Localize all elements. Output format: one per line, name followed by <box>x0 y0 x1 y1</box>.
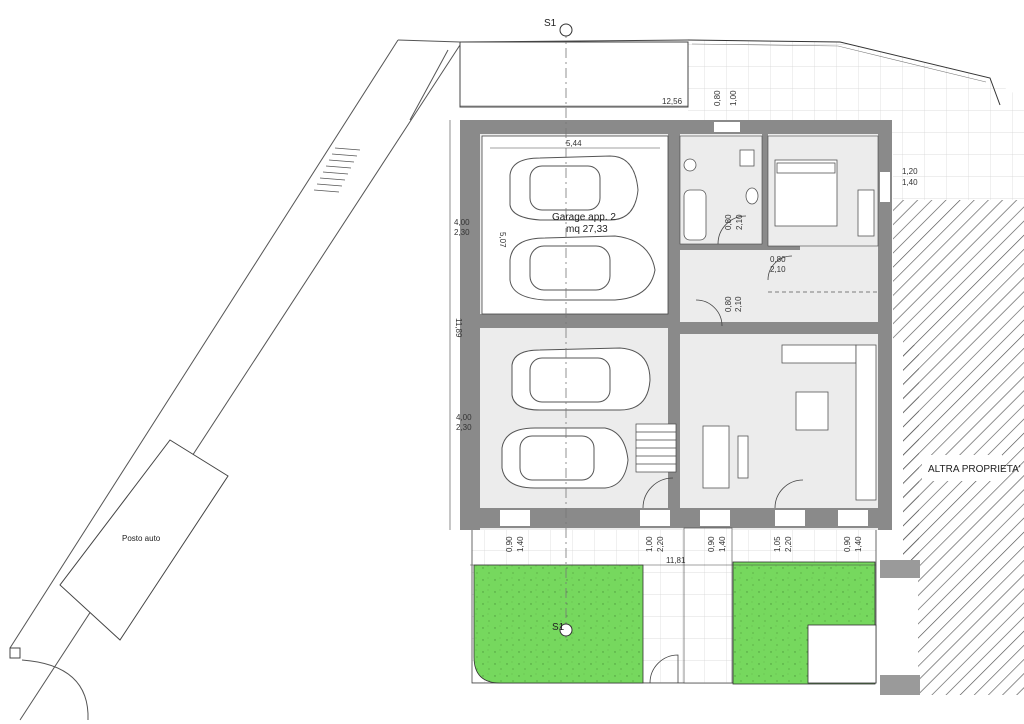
neighbor-label: ALTRA PROPRIETA' <box>928 464 1021 475</box>
bath-fixtures <box>683 149 759 241</box>
ramp-top <box>459 39 689 108</box>
dim-bath-door-b: 2,10 <box>735 214 744 230</box>
dim-front-door1-a: 1,00 <box>645 536 654 552</box>
bed <box>774 159 875 237</box>
car-2 <box>509 235 656 301</box>
dim-front-win1-b: 1,40 <box>516 536 525 552</box>
dim-front-door1-b: 2,20 <box>656 536 665 552</box>
dim-garage-upper-h2: 2,30 <box>454 228 470 237</box>
dim-hall-door-b: 2,10 <box>734 296 743 312</box>
section-marker-bottom-label: S1 <box>552 622 565 633</box>
dim-front-win1-a: 0,90 <box>505 536 514 552</box>
driveway <box>9 39 461 721</box>
garden-left <box>473 564 644 684</box>
car-4 <box>501 427 629 489</box>
dim-bed-door-b: 2,10 <box>770 265 786 274</box>
dim-hall-door-a: 0,80 <box>724 296 733 312</box>
dim-garage-width: 5,44 <box>566 139 582 148</box>
dim-total-width-top: 12,56 <box>662 97 683 106</box>
garage-title: Garage app. 2 <box>552 212 616 223</box>
dim-front-door2-b: 2,20 <box>784 536 793 552</box>
dim-front-door2-a: 1,05 <box>773 536 782 552</box>
section-marker-top-label: S1 <box>544 18 557 29</box>
central-path <box>683 527 733 684</box>
dim-total-width-bottom: 11,81 <box>666 556 686 565</box>
section-marker-top: S1 <box>544 18 573 37</box>
car-3 <box>511 347 651 411</box>
neighbor-property: ALTRA PROPRIETA' <box>880 200 1024 695</box>
car-1 <box>509 155 639 221</box>
dim-total-height: 11,89 <box>454 318 463 338</box>
stairs-outside <box>313 147 361 193</box>
garage-area: mq 27,33 <box>566 224 608 235</box>
dimension-lines <box>449 105 876 566</box>
dim-bath-door-a: 0,80 <box>724 214 733 230</box>
dim-front-win3-a: 0,90 <box>843 536 852 552</box>
dim-window-right-a: 1,20 <box>902 167 918 176</box>
dim-front-win2-a: 0,90 <box>707 536 716 552</box>
parking-space: Posto auto <box>59 439 229 641</box>
dim-window-top-b: 1,00 <box>729 90 738 106</box>
dim-front-win3-b: 1,40 <box>854 536 863 552</box>
dim-garage-depth: 5,07 <box>498 232 507 248</box>
gate-arc <box>21 659 89 721</box>
parking-label: Posto auto <box>122 534 161 543</box>
dim-window-right-b: 1,40 <box>902 178 918 187</box>
dim-front-win2-b: 1,40 <box>718 536 727 552</box>
dim-garage-lower-h2: 2,30 <box>456 423 472 432</box>
section-marker-bottom: S1 <box>552 622 573 637</box>
living-furniture <box>702 344 877 501</box>
dim-garage-upper-h1: 4,00 <box>454 218 470 227</box>
dim-garage-lower-h1: 4,00 <box>456 413 472 422</box>
dim-window-top-a: 0,80 <box>713 90 722 106</box>
interior-stairs <box>635 423 677 473</box>
dim-bed-door-a: 0,80 <box>770 255 786 264</box>
